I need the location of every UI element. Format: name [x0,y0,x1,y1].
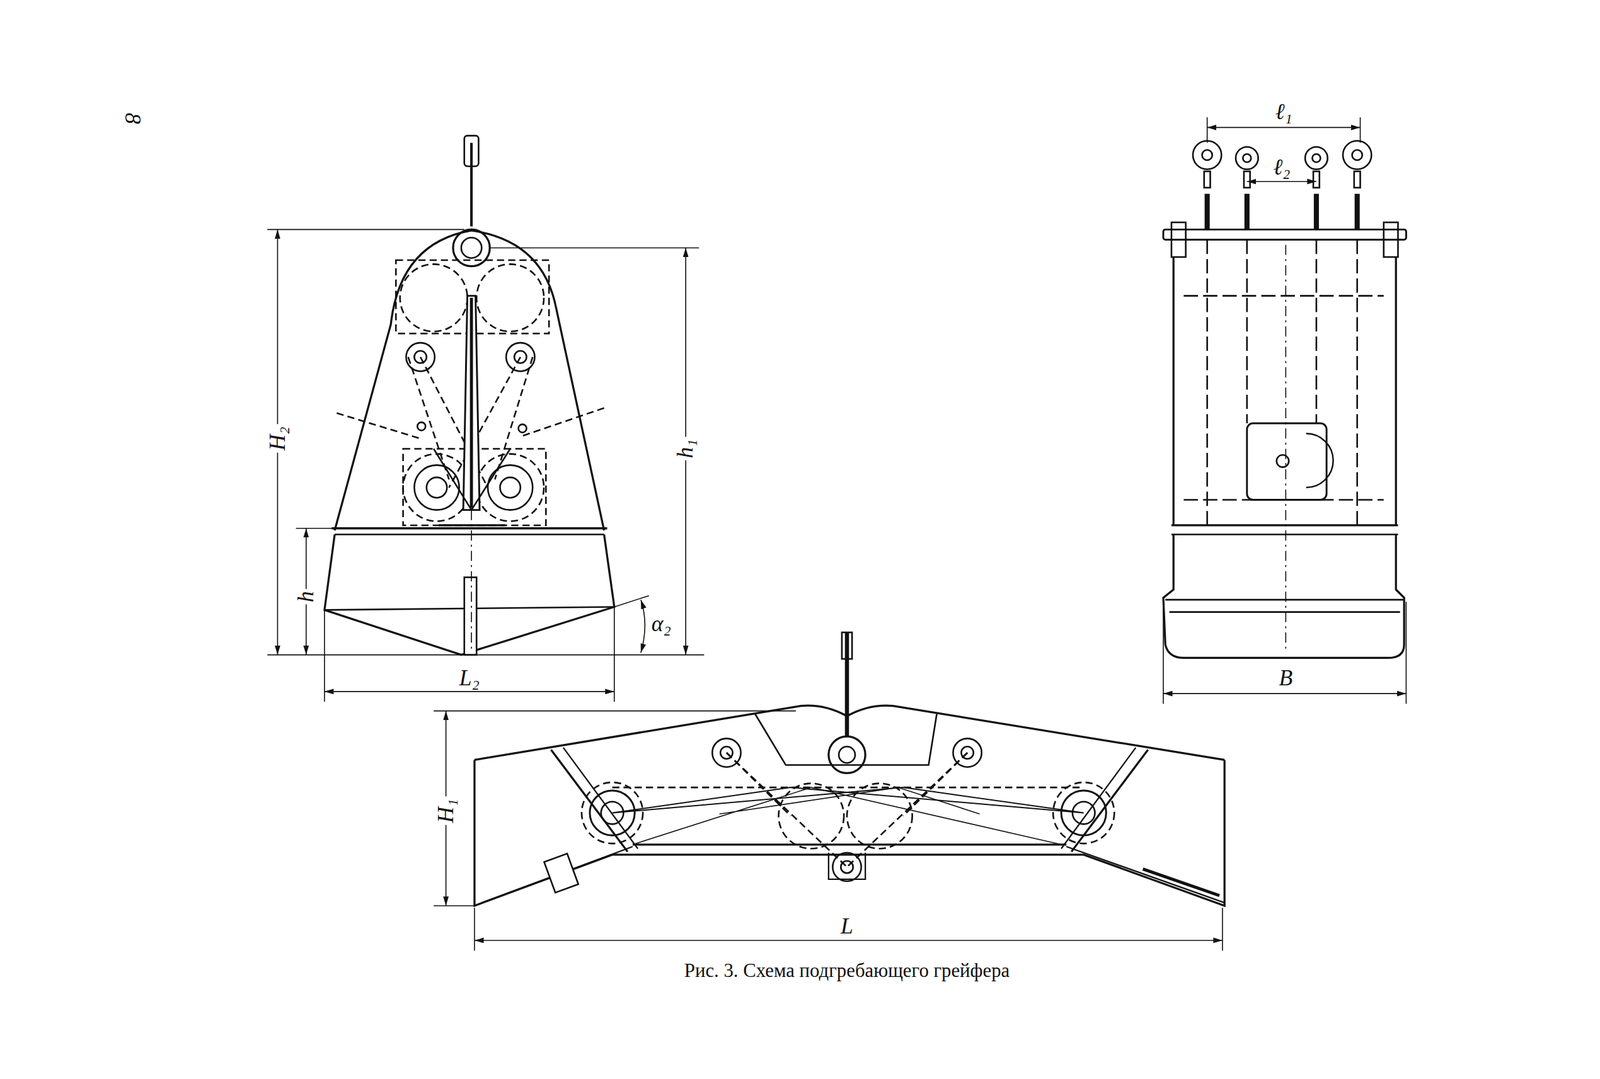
figure-caption: Рис. 3. Схема подгребающего грейфера [684,960,1010,984]
dimension-label: B [1276,666,1295,691]
dimension-label: ℓ₁ [1272,100,1295,125]
dimension-label: h₁ [673,437,699,461]
dimension-label: H₁ [433,797,459,826]
front-view [267,135,704,703]
open-view [433,632,1225,951]
dimension-label: L₂ [457,666,483,691]
page-number: 8 [120,110,145,127]
side-view [1163,117,1406,704]
dimension-label: h [293,589,319,605]
dimension-label: L [838,914,856,939]
angle-label: α₂ [649,611,674,637]
dimension-label: ℓ₂ [1271,155,1293,180]
dimension-label: H₂ [265,424,290,454]
